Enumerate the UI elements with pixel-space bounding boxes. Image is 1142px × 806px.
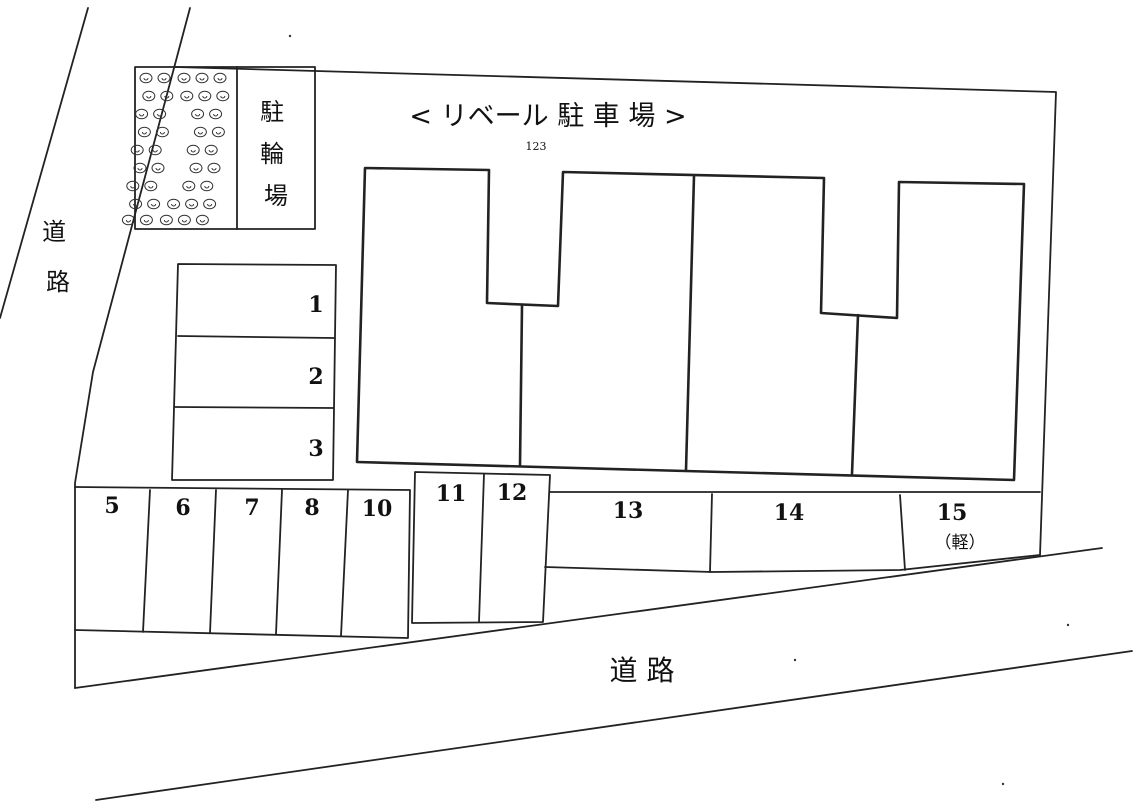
shrub-mark: [160, 90, 174, 102]
space-number: 1: [308, 292, 323, 318]
shrub-mark: [121, 214, 135, 226]
shrub-mark: [185, 198, 199, 210]
shrub-mark: [191, 108, 205, 120]
shrub-mark: [193, 126, 207, 138]
shrub-mark: [155, 126, 169, 138]
building: [355, 166, 1026, 482]
shrub-mark: [182, 180, 196, 192]
bicycle-parking-label-line: 駐: [260, 98, 284, 126]
space-number: 5: [104, 493, 119, 519]
space-number: 13: [613, 498, 644, 524]
shrub-planting: [121, 72, 230, 226]
map-title: < リベール 駐 車 場 >: [409, 101, 686, 132]
shrub-mark: [133, 162, 147, 174]
shrub-mark: [186, 144, 200, 156]
shrub-mark: [213, 72, 227, 84]
shrub-mark: [126, 180, 140, 192]
space-number: 12: [497, 480, 528, 506]
shrub-mark: [195, 72, 209, 84]
shrub-mark: [177, 72, 191, 84]
shrub-mark: [147, 198, 161, 210]
shrub-mark: [139, 72, 153, 84]
road-label-left-line: 路: [46, 268, 70, 296]
shrub-mark: [177, 214, 191, 226]
space-numbers: 1 2 3 5 6 7 8 10 11 12 13 14 15 （軽）: [104, 292, 985, 553]
space-number: 10: [362, 496, 393, 522]
bicycle-parking-label-line: 輪: [260, 140, 284, 168]
parking-block-11-12: [411, 471, 551, 624]
handwritten-note: 123: [526, 140, 547, 153]
shrub-mark: [195, 214, 209, 226]
shrub-mark: [135, 108, 149, 120]
road-label-bottom: 道 路: [610, 654, 675, 687]
space-number: 11: [436, 481, 467, 507]
shrub-mark: [153, 108, 167, 120]
shrub-mark: [159, 214, 173, 226]
shrub-mark: [200, 180, 214, 192]
shrub-mark: [137, 126, 151, 138]
shrub-mark: [211, 126, 225, 138]
road-label-left: 道 路: [42, 218, 74, 296]
shrub-mark: [157, 72, 171, 84]
shrub-mark: [142, 90, 156, 102]
bottom-road: [74, 547, 1133, 801]
space-number: 8: [304, 495, 319, 521]
lot-boundary: [174, 66, 1057, 556]
scan-specks: [288, 34, 1070, 786]
shrub-mark: [139, 214, 153, 226]
shrub-mark: [180, 90, 194, 102]
space-number: 7: [244, 495, 259, 521]
bicycle-parking-area: 駐 輪 場: [121, 66, 316, 230]
shrub-mark: [204, 144, 218, 156]
parking-block-1-3: [171, 263, 337, 481]
shrub-mark: [130, 144, 144, 156]
road-label-left-line: 道: [42, 218, 66, 246]
parking-block-13-15: [544, 491, 1041, 573]
shrub-mark: [129, 198, 143, 210]
space-number: 2: [308, 364, 323, 390]
shrub-mark: [207, 162, 221, 174]
space-number: 3: [308, 436, 323, 462]
left-road: [0, 7, 191, 689]
space-number: 14: [774, 500, 805, 526]
shrub-mark: [151, 162, 165, 174]
kei-car-note: （軽）: [935, 533, 986, 553]
shrub-mark: [203, 198, 217, 210]
shrub-mark: [189, 162, 203, 174]
space-number: 15: [937, 500, 968, 526]
bicycle-parking-label: 駐 輪 場: [260, 98, 292, 210]
shrub-mark: [167, 198, 181, 210]
shrub-mark: [216, 90, 230, 102]
space-number: 6: [175, 495, 190, 521]
shrub-mark: [209, 108, 223, 120]
parking-block-5-10: [74, 486, 411, 639]
bicycle-parking-label-line: 場: [264, 182, 288, 210]
shrub-mark: [144, 180, 158, 192]
shrub-mark: [198, 90, 212, 102]
shrub-mark: [148, 144, 162, 156]
